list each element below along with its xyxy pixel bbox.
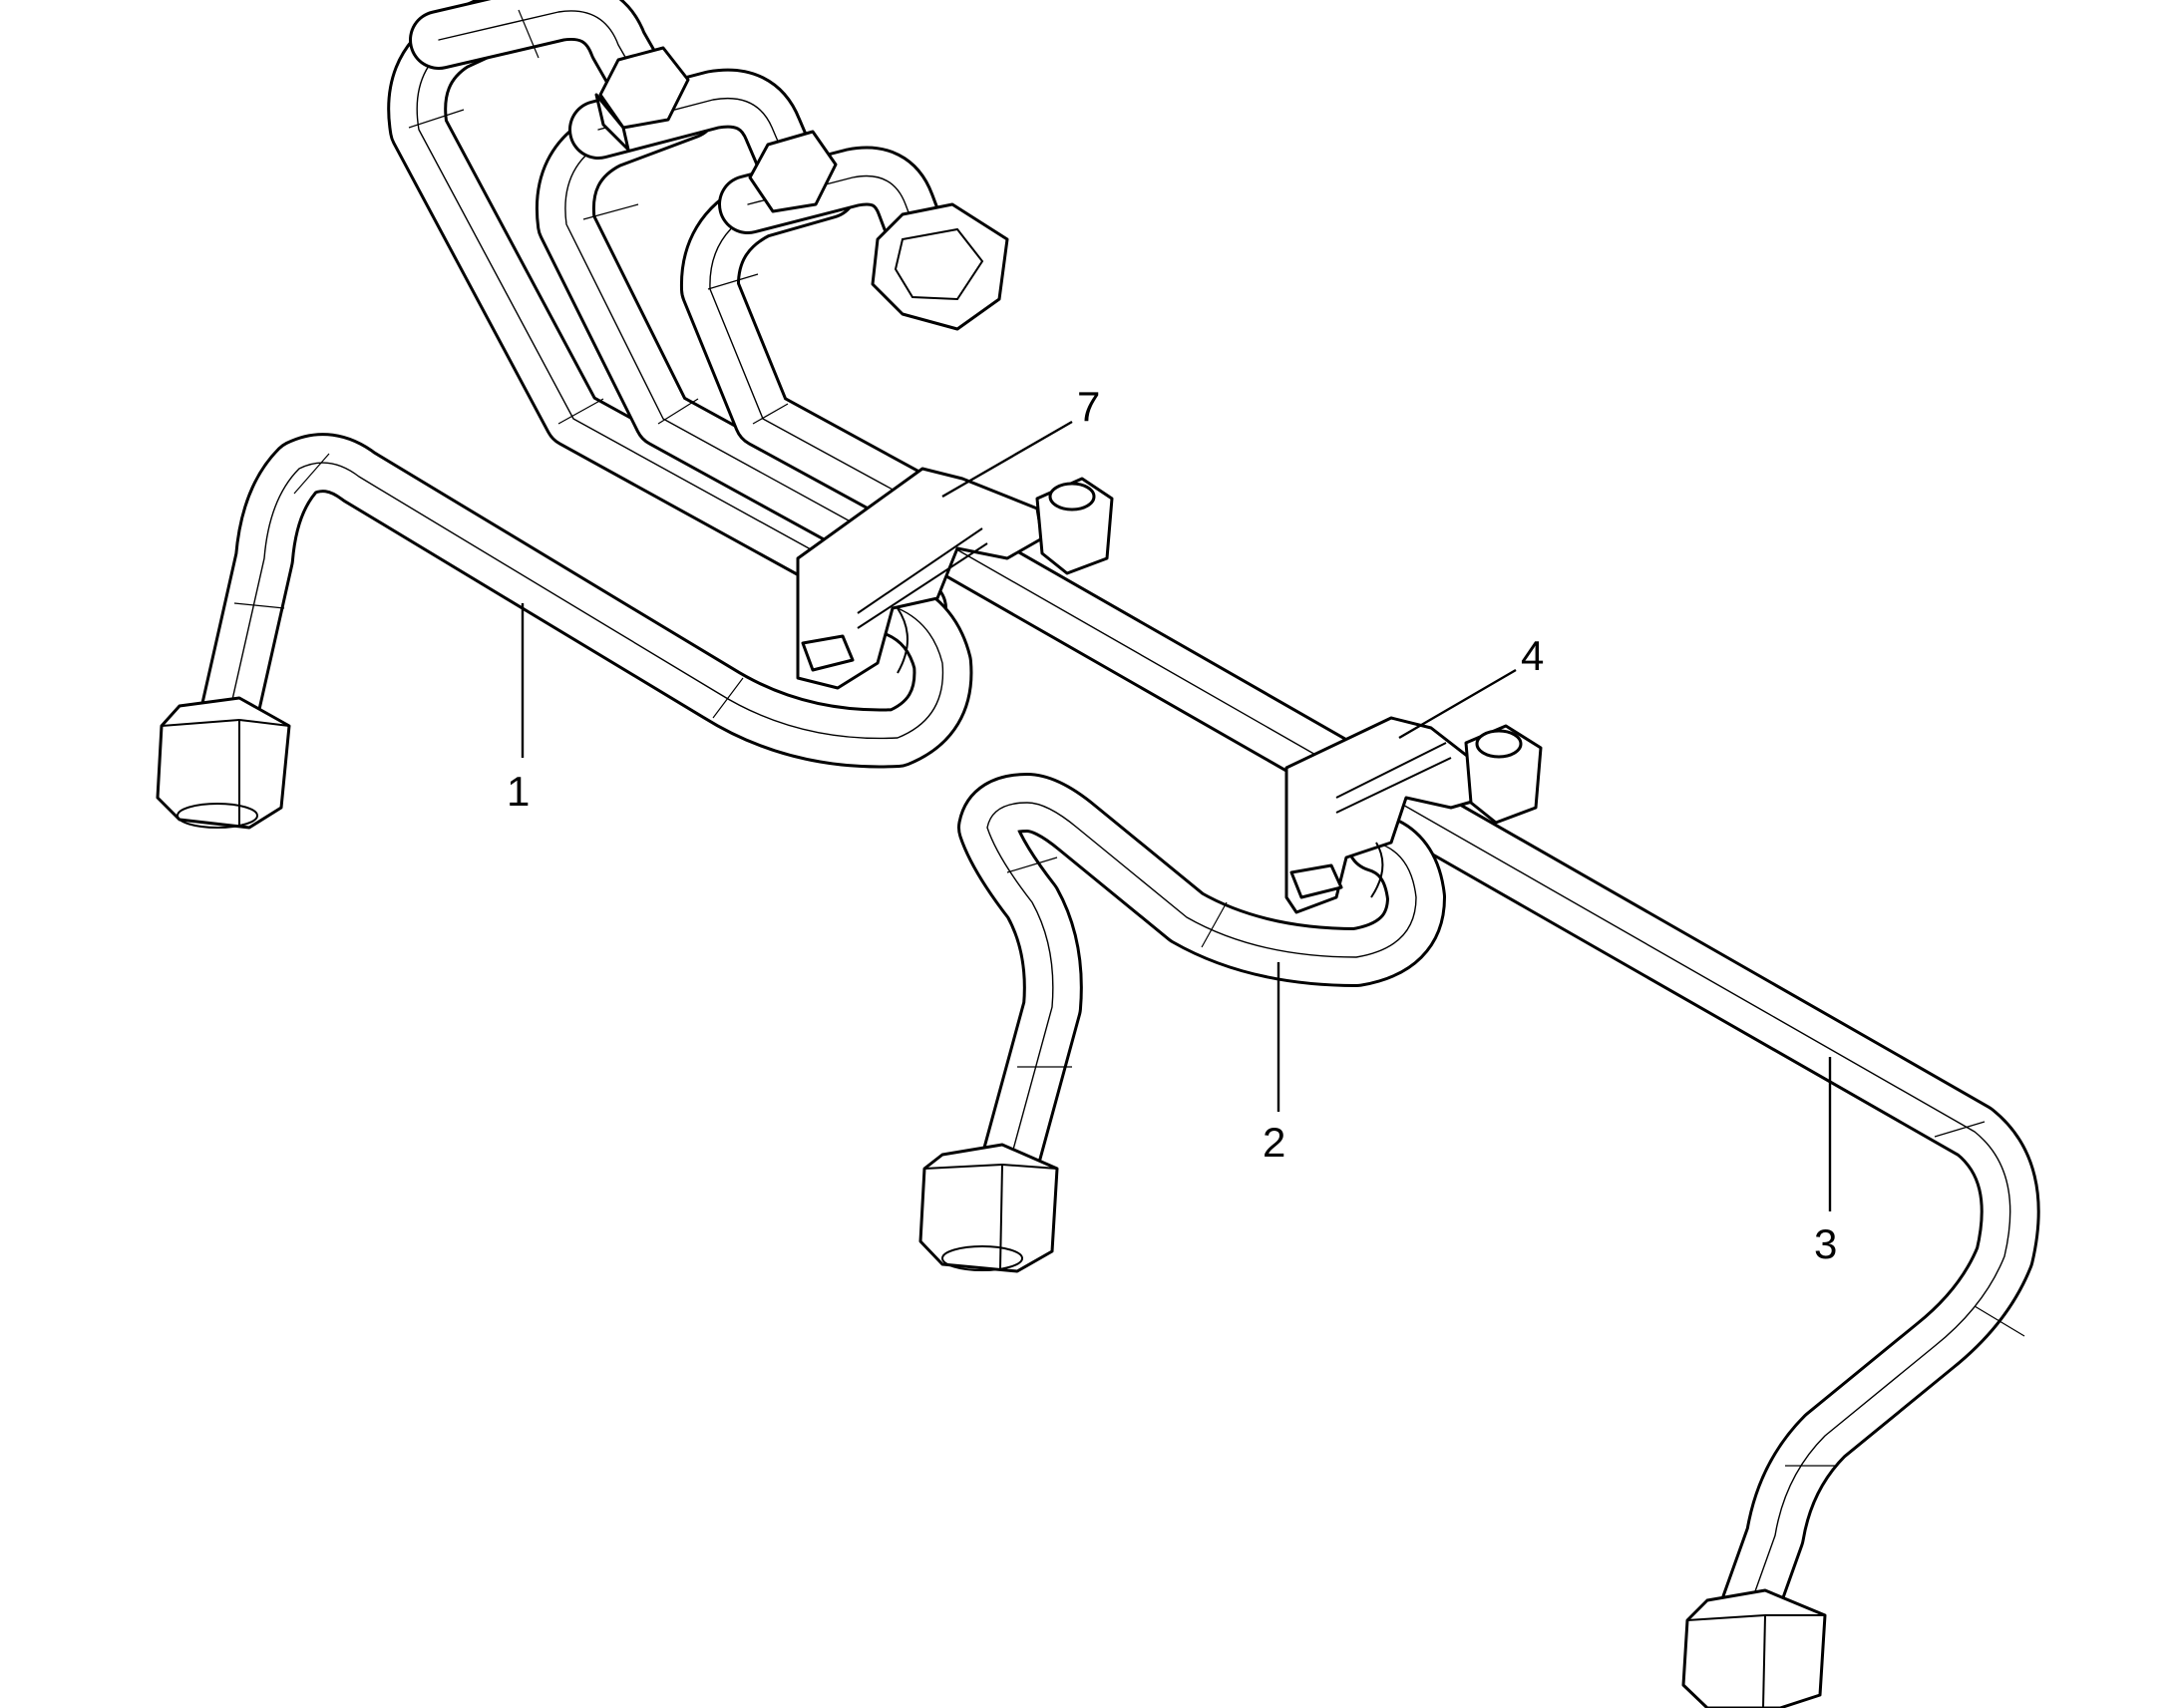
- pipe-3-nut: [1681, 1588, 1827, 1708]
- callout-2: 2: [1263, 1119, 1285, 1166]
- upper-nut-c: [871, 202, 1009, 331]
- leader-4: [1398, 668, 1517, 740]
- leader-lines: [521, 420, 1832, 1211]
- clamp-7-bolt: [1035, 477, 1114, 575]
- pipe-1: [156, 433, 973, 830]
- upper-pipe-c-top: [718, 146, 952, 279]
- clamp-7: [796, 467, 1114, 690]
- pipe-3: [908, 509, 2040, 1708]
- callout-7: 7: [1077, 383, 1100, 430]
- upper-nut-a: [594, 46, 690, 152]
- pipe-2: [918, 773, 1446, 1273]
- callout-3: 3: [1814, 1220, 1837, 1267]
- upper-nut-b: [748, 130, 838, 213]
- callout-4: 4: [1521, 632, 1544, 679]
- upper-pipe-b-top: [568, 68, 818, 194]
- clamp-4-bolt: [1464, 724, 1543, 825]
- pipe-2-nut: [918, 1143, 1059, 1273]
- leader-7: [941, 420, 1073, 499]
- upper-pipe-a-top: [409, 0, 668, 110]
- upper-pipe-seams: [408, 9, 789, 425]
- pipe-1-nut: [156, 696, 291, 830]
- clamp-4: [1284, 716, 1543, 914]
- upper-pipe-group: [387, 0, 1009, 638]
- callout-1: 1: [507, 768, 530, 815]
